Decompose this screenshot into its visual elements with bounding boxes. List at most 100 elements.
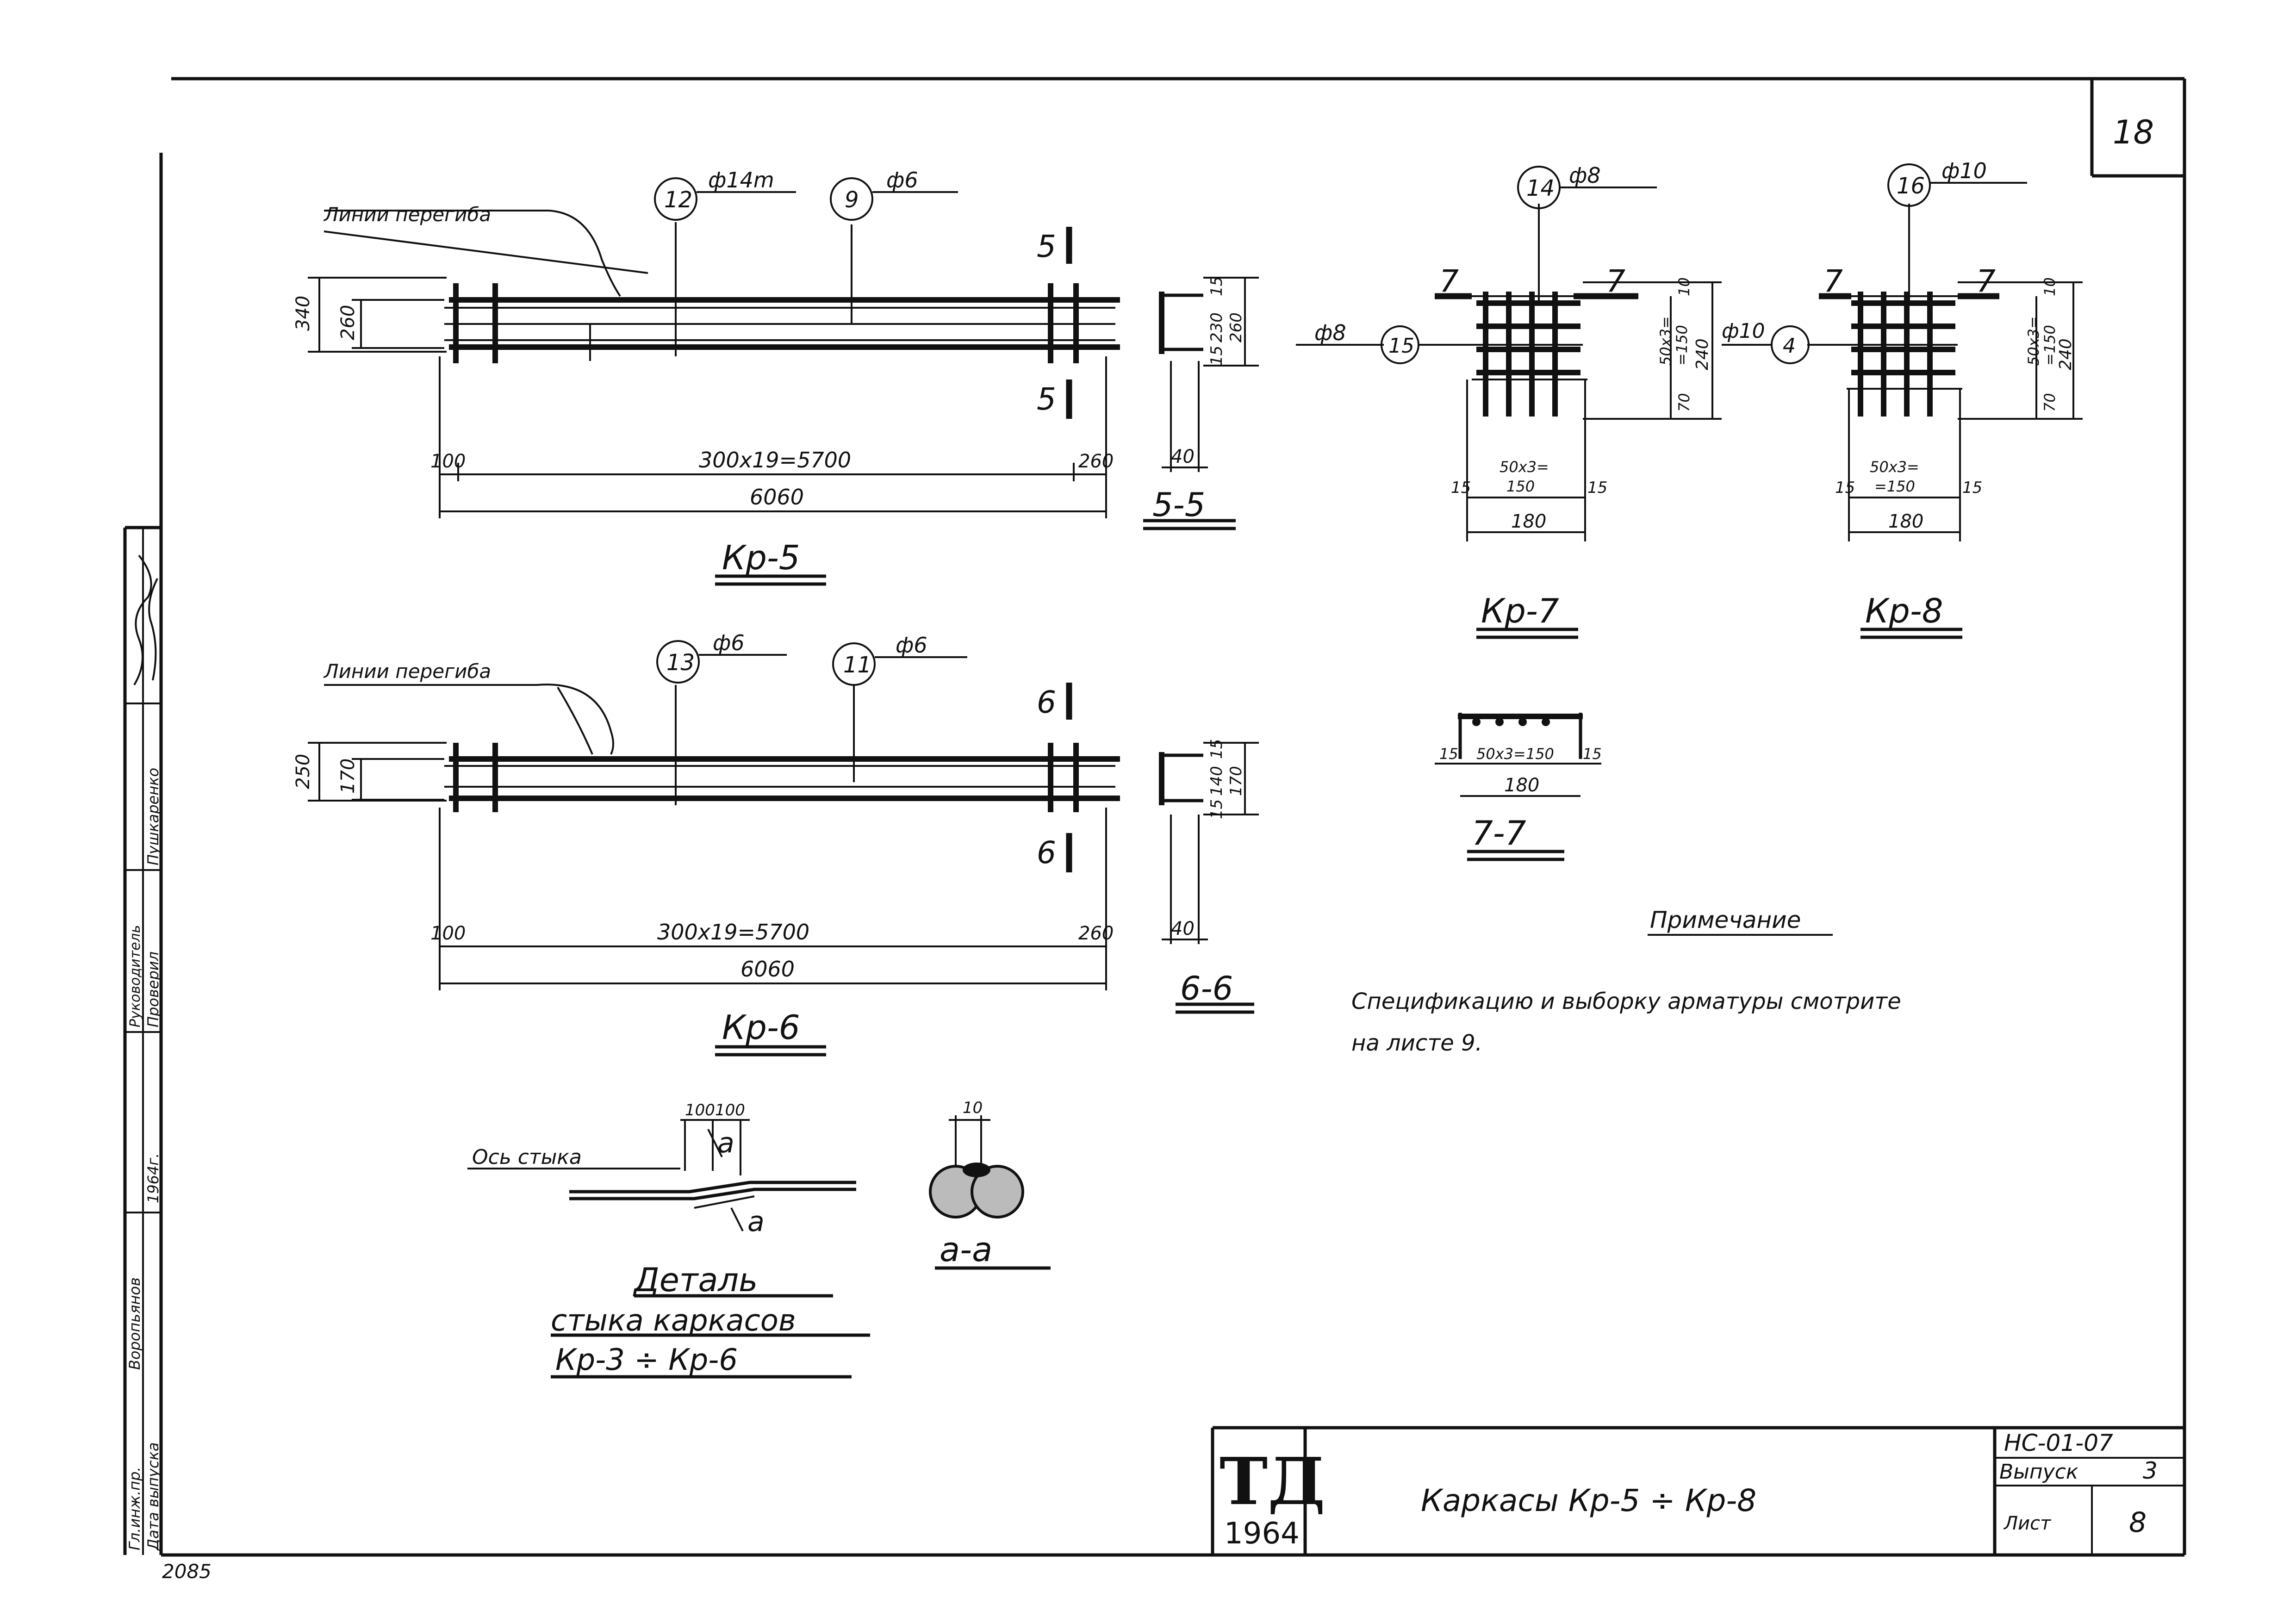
kr8-dim-total-h: 180 [1888, 511, 1923, 532]
kr6-marker-b-circle [832, 642, 876, 686]
stamp-row1-role: Гл.инж.пр. [126, 1467, 143, 1550]
kr5-title: Кр-5 [722, 538, 800, 577]
kr5-section-mark-top: 5 [1037, 229, 1056, 264]
kr8-section-mark-left: 7 [1823, 263, 1843, 299]
note-heading: Примечание [1650, 907, 1801, 933]
kr8-dim-h-edge-right: 15 [1962, 479, 1982, 497]
section-7-7-bar-3 [1518, 718, 1527, 726]
detail-cut-mark-bottom: а [747, 1206, 765, 1238]
section-aa-title: а-а [940, 1230, 992, 1269]
kr8-dim-h: 50x3= [1870, 458, 1919, 476]
stamp-row3-name: Пушкаренко [144, 768, 162, 865]
kr7-top-marker-circle [1517, 166, 1561, 209]
side-stamp [123, 526, 163, 1555]
kr6-section-mark-bottom: 6 [1037, 835, 1056, 871]
note-line-2: на листе 9. [1351, 1030, 1482, 1056]
detail-dim-a: 100 [685, 1101, 715, 1119]
kr6-dim-left: 100 [430, 923, 466, 944]
kr8-dim-h2: =150 [1874, 478, 1915, 495]
sec55-d3: 15 [1207, 346, 1226, 366]
kr8-dim-top: 10 [2041, 277, 2059, 296]
kr7-section-mark-left: 7 [1439, 263, 1459, 299]
kr7-dim-total-h: 180 [1511, 511, 1546, 532]
kr8-dim-total-v: 240 [2056, 338, 2075, 370]
kr7-dim-vert2: =150 [1673, 325, 1691, 366]
kr5-dim-height-outer: 340 [292, 296, 314, 331]
kr8-title: Кр-8 [1865, 591, 1943, 630]
stamp-date-value: 1964г. [144, 1153, 162, 1203]
kr7-dim-total-v: 240 [1693, 338, 1712, 370]
sec55-d4: 260 [1227, 312, 1245, 342]
kr5-bend-lines-label: Линии перегиба [323, 203, 491, 226]
title-block-issue-label: Выпуск [1999, 1460, 2078, 1484]
sheet-number: 18 [2113, 113, 2154, 151]
kr7-dim-vert: 50x3= [1657, 316, 1674, 366]
kr5-marker-a-circle [654, 177, 697, 221]
sec77-dim-mid: 50x3=150 [1476, 745, 1554, 763]
detail-cut-mark-top: а [717, 1127, 734, 1159]
sec77-dim-total: 180 [1504, 775, 1539, 796]
sec55-d2: 230 [1207, 312, 1226, 342]
section-7-7-bar-4 [1542, 718, 1550, 726]
sec66-title: 6-6 [1180, 970, 1233, 1007]
kr7-section-mark-right: 7 [1606, 263, 1625, 299]
kr5-dim-span: 300x19=5700 [699, 448, 851, 473]
kr6-marker-a-circle [656, 640, 700, 684]
kr6-dim-total: 6060 [740, 957, 795, 982]
kr5-marker-b-label: ф6 [886, 168, 918, 193]
kr7-title: Кр-7 [1481, 591, 1559, 630]
kr8-dim-vert2: =150 [2041, 325, 2059, 366]
section-7-7-bar-2 [1495, 718, 1504, 726]
corner-number: 2085 [162, 1560, 212, 1583]
sec66-d3: 15 [1207, 799, 1226, 819]
kr7-side-marker-num: 15 [1388, 334, 1414, 358]
sec55-d1: 15 [1207, 276, 1226, 296]
section-aa-bar-right [971, 1165, 1024, 1219]
sec55-d5: 40 [1171, 446, 1195, 467]
section-5-5-drawing [1143, 277, 1259, 530]
detail-title-2: стыка каркасов [551, 1304, 796, 1338]
kr6-frame-drawing [308, 683, 1120, 1057]
kr8-top-marker-circle [1887, 163, 1931, 207]
title-block-sheet-label: Лист [2003, 1513, 2052, 1534]
kr8-dim-vert: 50x3= [2025, 316, 2042, 366]
kr6-marker-b-label: ф6 [896, 633, 927, 658]
kr7-dim-h-edge-left: 15 [1451, 479, 1471, 497]
kr6-section-mark-top: 6 [1037, 684, 1056, 720]
kr5-marker-a-label: ф14m [708, 168, 774, 193]
kr8-frame-drawing [1722, 182, 2083, 639]
kr8-dim-bottom: 70 [2041, 393, 2059, 412]
kr7-dim-bottom: 70 [1675, 393, 1693, 412]
kr6-dim-height-inner: 170 [337, 759, 359, 794]
section-aa-weld [963, 1163, 990, 1177]
kr5-marker-b-circle [830, 177, 873, 221]
title-block-code: НС-01-07 [2004, 1430, 2113, 1456]
sec55-title: 5-5 [1152, 486, 1205, 524]
kr7-side-marker-label: ф8 [1314, 320, 1346, 345]
kr6-bend-lines-label: Линии перегиба [323, 660, 491, 683]
kr6-dim-height-outer: 250 [292, 754, 314, 789]
title-block-sheet-value: 8 [2129, 1506, 2147, 1539]
section-6-6-drawing [1159, 742, 1259, 1014]
sec77-dim-edge-left: 15 [1439, 745, 1458, 763]
section-aa-dim: 10 [963, 1099, 983, 1117]
kr6-dim-span: 300x19=5700 [657, 920, 809, 945]
kr5-marker-a-num: 12 [664, 187, 692, 213]
kr8-section-mark-right: 7 [1976, 263, 1996, 299]
kr5-frame-drawing [308, 210, 1120, 586]
kr5-dim-total: 6060 [750, 485, 804, 510]
title-block-logo: ТД [1220, 1444, 1325, 1520]
note-line-1: Спецификацию и выборку арматуры смотрите [1351, 989, 1901, 1014]
joint-detail-drawing [467, 1119, 870, 1379]
sec66-d4: 170 [1227, 766, 1245, 796]
kr8-dim-h-edge-left: 15 [1835, 479, 1855, 497]
section-7-7-bar-1 [1472, 718, 1481, 726]
stamp-date-label: Дата выпуска [144, 1442, 162, 1551]
sec66-d5: 40 [1171, 918, 1195, 939]
kr5-dim-height-inner: 260 [337, 305, 359, 340]
kr7-dim-top: 10 [1675, 277, 1693, 296]
detail-title-3: Кр-3 ÷ Кр-6 [555, 1343, 738, 1377]
kr7-frame-drawing [1296, 187, 1722, 639]
kr6-marker-b-num: 11 [843, 652, 871, 678]
kr5-section-mark-bottom: 5 [1037, 381, 1056, 417]
